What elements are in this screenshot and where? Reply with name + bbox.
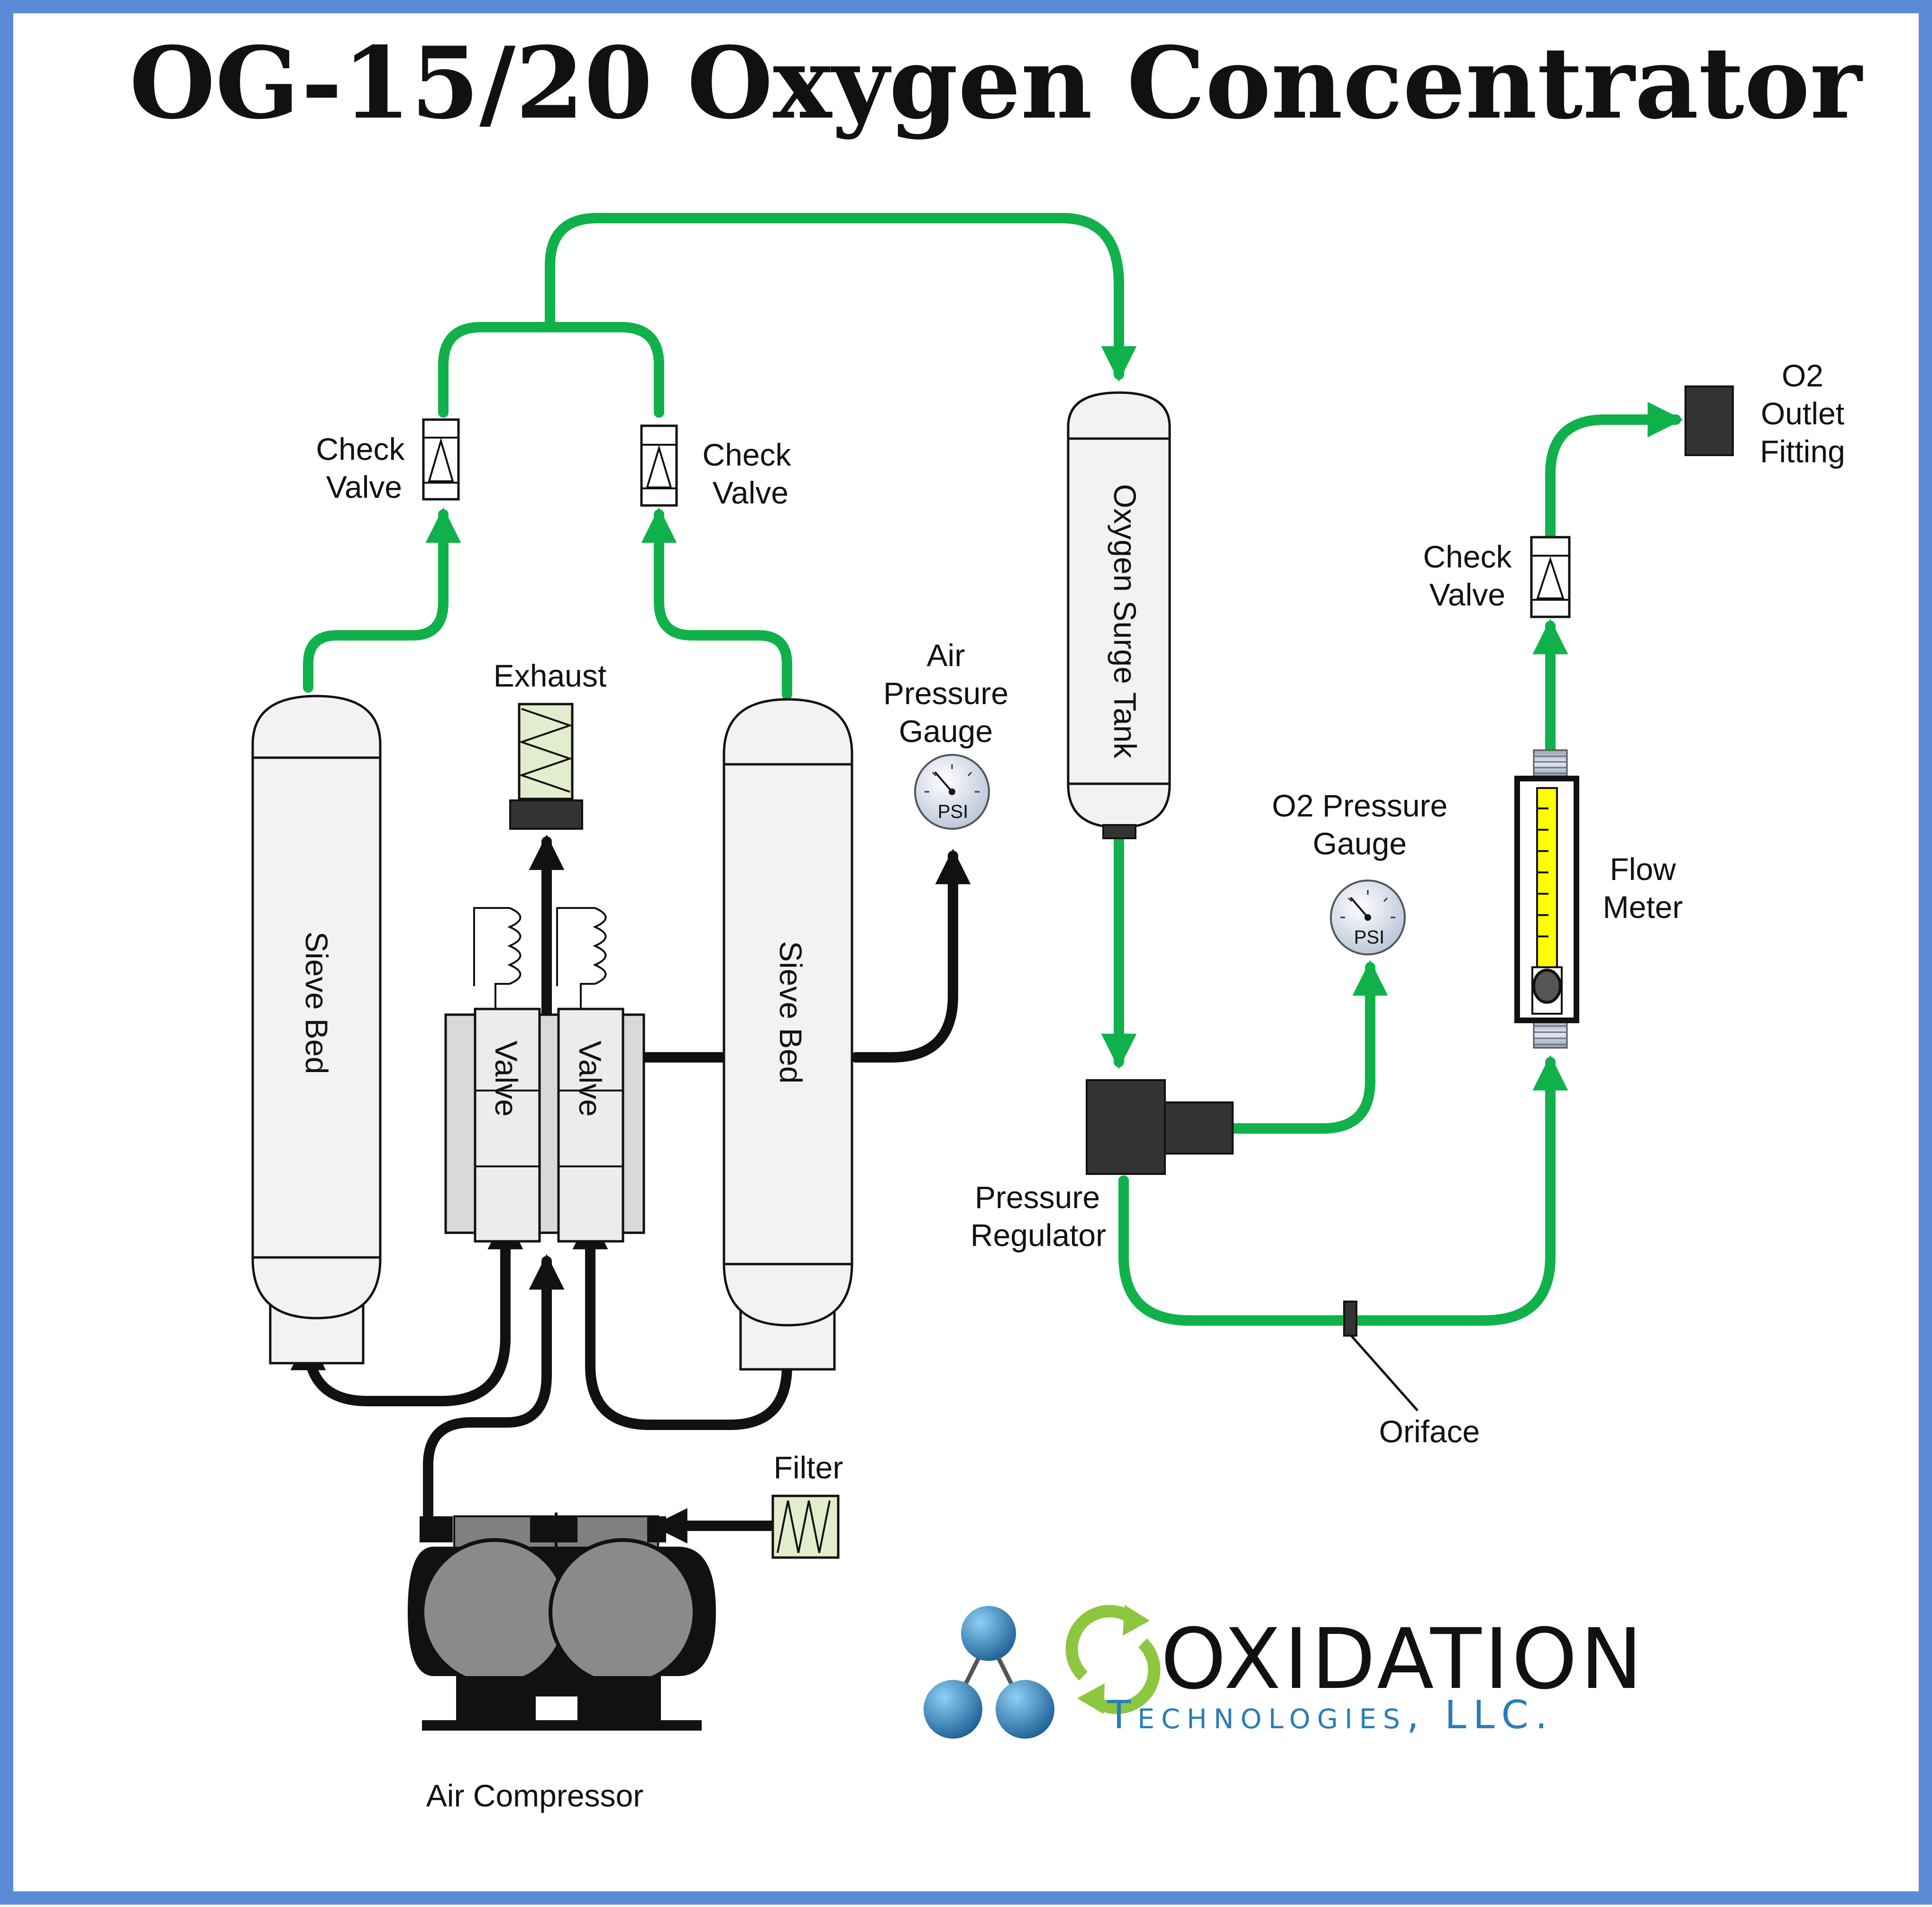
check-valve-left: [422, 418, 460, 501]
exhaust-label: Exhaust: [494, 658, 606, 693]
air-line-valve-left-bed: [290, 1214, 523, 1406]
solenoid-coils: [473, 907, 607, 1010]
air-compressor-label: Air Compressor: [426, 1778, 643, 1813]
sieve-bed-right: Sieve Bed: [723, 698, 853, 1371]
oxygen-surge-tank: Oxygen Surge Tank: [1067, 391, 1171, 839]
page-title: OG-15/20 Oxygen Concentrator: [129, 26, 1863, 141]
check-valve-left-label-2: Valve: [326, 469, 402, 504]
o2-gauge-psi: PSI: [1354, 927, 1384, 948]
oxygen-lines: [303, 213, 1683, 1326]
logo-name: OXIDATION: [1161, 1611, 1646, 1708]
flow-meter-label-1: Flow: [1610, 852, 1676, 887]
o2-line-to-flow-meter: [1118, 1055, 1568, 1326]
air-line-to-air-gauge: [851, 849, 971, 1063]
logo-subtitle: Technologies, LLC.: [1107, 1693, 1554, 1738]
logo-atom-top: [961, 1606, 1016, 1661]
o2-pressure-gauge: PSI: [1330, 880, 1406, 955]
air-line-compressor-out: [423, 1254, 565, 1520]
air-line-valve-right-bed: [572, 1214, 805, 1430]
check-valve-right: [1530, 536, 1571, 618]
o2-line-to-surge-tank: [545, 213, 1137, 382]
sieve-bed-left: Sieve Bed: [251, 695, 382, 1365]
intake-filter: [771, 1494, 840, 1559]
air-lines: [290, 834, 971, 1544]
sieve-bed-left-label: Sieve Bed: [299, 932, 334, 1074]
check-valve-mid-label-2: Valve: [713, 475, 788, 510]
solenoid-valve-block: Valve Valve: [444, 1008, 645, 1243]
o2-line-left-bed: [303, 507, 461, 693]
oxidation-logo: OXIDATION Technologies, LLC.: [924, 1604, 1646, 1739]
air-gauge-label-1: Air: [927, 638, 965, 673]
pressure-regulator-label-2: Regulator: [971, 1218, 1106, 1253]
air-gauge-label-3: Gauge: [899, 714, 993, 749]
air-gauge-label-2: Pressure: [883, 676, 1008, 711]
o2-line-right-bed: [641, 507, 792, 700]
o2-line-to-o2-gauge: [1227, 960, 1388, 1134]
o2-outlet-label-2: Outlet: [1761, 396, 1844, 431]
exhaust-muffler: [509, 703, 583, 830]
sieve-bed-right-label: Sieve Bed: [773, 941, 808, 1084]
flow-meter: [1514, 749, 1579, 1049]
check-valve-right-label-2: Valve: [1429, 577, 1505, 612]
valve-left-label: Valve: [489, 1041, 524, 1117]
check-valve-mid: [640, 424, 678, 507]
logo-atom-left: [924, 1680, 982, 1739]
check-valve-left-label-1: Check: [316, 431, 405, 467]
o2-outlet-label-3: Fitting: [1760, 434, 1845, 469]
o2-gauge-label-1: O2 Pressure: [1272, 788, 1447, 823]
pressure-regulator-label-1: Pressure: [975, 1180, 1100, 1215]
air-compressor: [408, 1513, 716, 1731]
air-pressure-gauge: PSI: [914, 754, 990, 830]
pressure-regulator: [1086, 1079, 1234, 1175]
o2-outlet-fitting: [1685, 385, 1734, 456]
o2-gauge-label-2: Gauge: [1313, 826, 1407, 861]
o2-line-valve-merge: [438, 322, 664, 418]
air-gauge-psi: PSI: [938, 801, 968, 822]
surge-tank-label: Oxygen Surge Tank: [1108, 484, 1143, 759]
check-valve-right-label-1: Check: [1423, 539, 1512, 574]
o2-outlet-label-1: O2: [1782, 358, 1823, 393]
filter-label: Filter: [774, 1450, 843, 1485]
check-valve-mid-label-1: Check: [702, 437, 791, 472]
flow-meter-label-2: Meter: [1603, 889, 1683, 925]
oriface: [1343, 1301, 1419, 1412]
logo-recycle-icon: [1065, 1604, 1161, 1714]
valve-right-label: Valve: [573, 1041, 608, 1117]
oriface-label: Oriface: [1379, 1414, 1480, 1449]
logo-atom-right: [996, 1680, 1054, 1739]
o2-line-to-outlet: [1545, 402, 1683, 543]
